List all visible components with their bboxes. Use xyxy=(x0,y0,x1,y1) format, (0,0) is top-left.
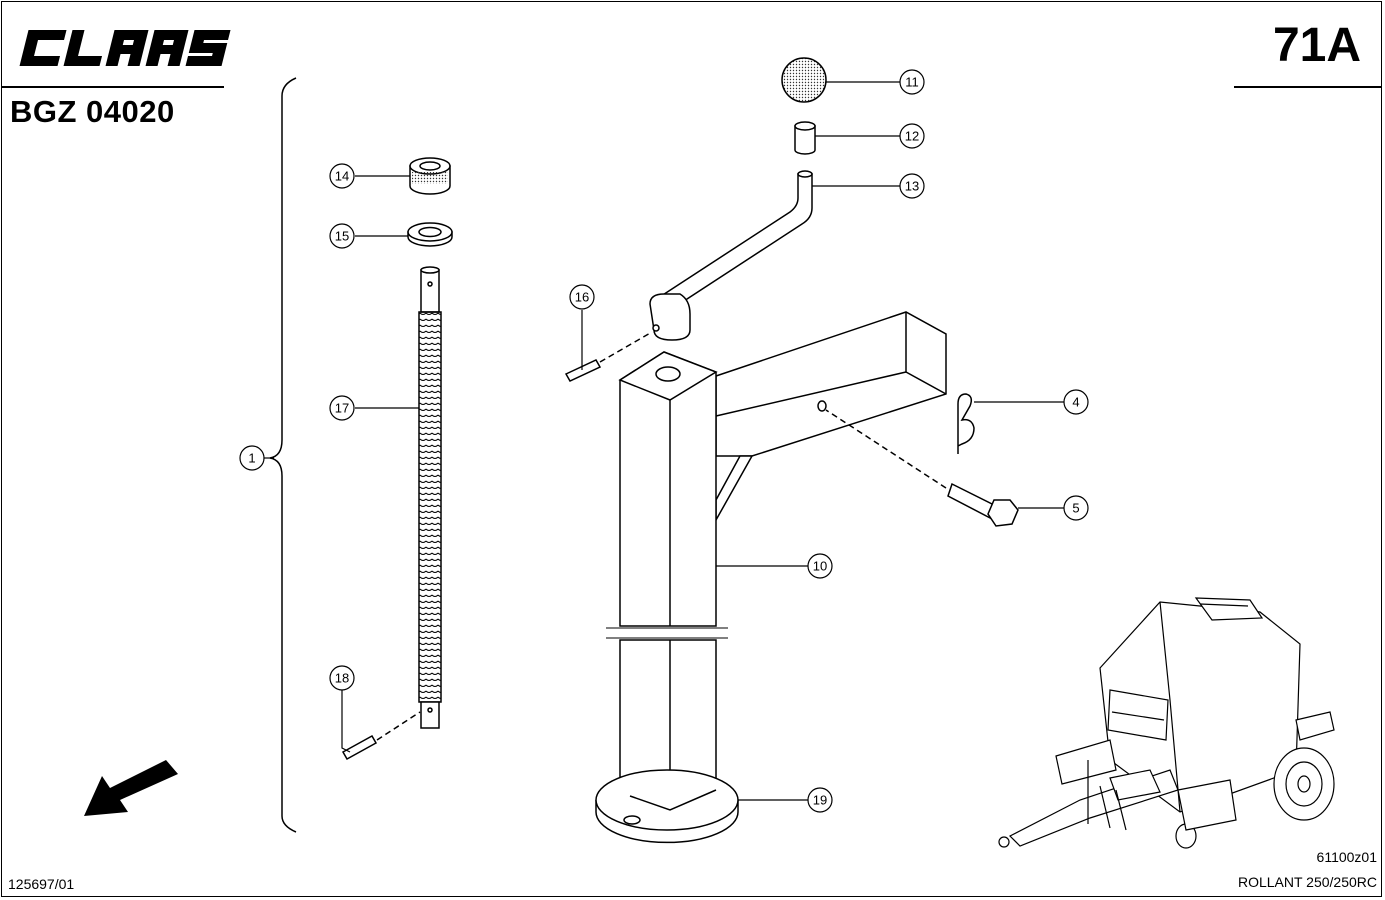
callout-4: 4 xyxy=(1063,389,1089,415)
callout-15-label: 15 xyxy=(335,229,349,244)
callout-19: 19 xyxy=(807,787,833,813)
callout-5: 5 xyxy=(1063,495,1089,521)
claas-logo xyxy=(19,30,231,66)
callout-13: 13 xyxy=(899,173,925,199)
callout-18-label: 18 xyxy=(335,671,349,686)
callout-12-label: 12 xyxy=(905,129,919,144)
arrow-down-left-icon xyxy=(84,760,178,816)
part-bearing xyxy=(409,157,451,195)
callout-18: 18 xyxy=(329,665,355,691)
part-washer xyxy=(407,222,453,247)
callout-5-label: 5 xyxy=(1072,501,1079,516)
part-crank-handle xyxy=(649,170,813,341)
part-r-clip xyxy=(957,393,975,454)
assembly-bracket xyxy=(269,77,297,833)
part-pin-lower xyxy=(341,711,421,761)
part-knob-ball xyxy=(781,57,827,103)
callout-17: 17 xyxy=(329,395,355,421)
part-jack-housing xyxy=(606,311,947,811)
part-pin-upper xyxy=(564,331,653,382)
callout-10: 10 xyxy=(807,553,833,579)
page-reference: 71A xyxy=(1272,19,1361,72)
part-base-plate xyxy=(595,769,739,844)
callout-4-label: 4 xyxy=(1072,395,1079,410)
document-number: BGZ 04020 xyxy=(10,94,175,129)
callout-12: 12 xyxy=(899,123,925,149)
callout-16: 16 xyxy=(569,284,595,310)
callout-14-label: 14 xyxy=(335,169,349,184)
model-name: ROLLANT 250/250RC xyxy=(1237,874,1377,890)
part-bolt xyxy=(825,409,1019,527)
callout-14: 14 xyxy=(329,163,355,189)
callout-13-label: 13 xyxy=(905,179,919,194)
drawing-number: 61100z01 xyxy=(1316,849,1377,865)
part-threaded-spindle xyxy=(418,266,442,729)
callout-1-label: 1 xyxy=(248,451,255,466)
callout-16-label: 16 xyxy=(575,290,589,305)
callout-17-label: 17 xyxy=(335,401,349,416)
round-baler-icon xyxy=(998,597,1335,849)
callout-11: 11 xyxy=(899,69,925,95)
callout-10-label: 10 xyxy=(813,559,827,574)
callout-11-label: 11 xyxy=(905,75,919,90)
callout-19-label: 19 xyxy=(813,793,827,808)
callout-1: 1 xyxy=(239,445,265,471)
callouts xyxy=(264,81,1064,801)
part-number: 125697/01 xyxy=(8,876,75,892)
page-reference-underline xyxy=(1234,86,1382,88)
part-sleeve xyxy=(794,121,816,155)
callout-15: 15 xyxy=(329,223,355,249)
logo-underline xyxy=(2,86,224,88)
